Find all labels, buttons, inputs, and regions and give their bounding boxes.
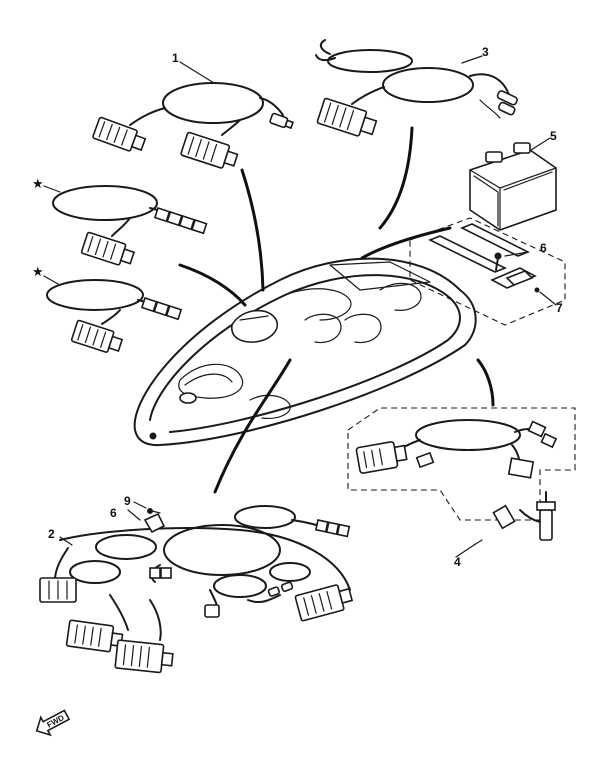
- leader-star: [178, 263, 247, 307]
- star-marker-lower: ★: [32, 265, 44, 280]
- wire-harness-4[interactable]: [347, 407, 576, 558]
- leader-harness-4: [476, 358, 495, 407]
- callout-6-upper: 6: [540, 241, 547, 255]
- battery-mount-group: [409, 217, 566, 326]
- screw-9[interactable]: [147, 508, 161, 514]
- leader-harness-3: [378, 126, 414, 230]
- wire-harness-star-upper[interactable]: [43, 185, 208, 268]
- leader-harness-2: [213, 358, 292, 494]
- callout-7: 7: [556, 301, 563, 315]
- callout-9: 9: [124, 494, 131, 508]
- callout-3: 3: [482, 45, 489, 59]
- wire-harness-2[interactable]: [39, 501, 354, 674]
- boat-hull: [133, 257, 477, 447]
- battery-band-6[interactable]: [428, 223, 530, 273]
- callout-2: 2: [48, 527, 55, 541]
- battery-5[interactable]: [469, 137, 557, 231]
- bolt-6[interactable]: [494, 252, 502, 271]
- wire-harness-3[interactable]: [315, 39, 520, 140]
- callout-6-lower: 6: [110, 506, 117, 520]
- star-marker-upper: ★: [32, 177, 44, 192]
- temperature-sensor[interactable]: [492, 491, 556, 541]
- callout-4: 4: [454, 555, 461, 569]
- leader-battery: [360, 226, 452, 260]
- leader-harness-1: [240, 168, 265, 292]
- wire-harness-star-lower[interactable]: [43, 275, 183, 356]
- battery-stay-7[interactable]: [490, 267, 540, 293]
- callout-5: 5: [550, 129, 557, 143]
- wire-harness-1[interactable]: [92, 61, 295, 172]
- fwd-arrow-icon: FWD: [35, 709, 71, 737]
- callout-1: 1: [172, 51, 179, 65]
- clamp-6[interactable]: [143, 512, 166, 534]
